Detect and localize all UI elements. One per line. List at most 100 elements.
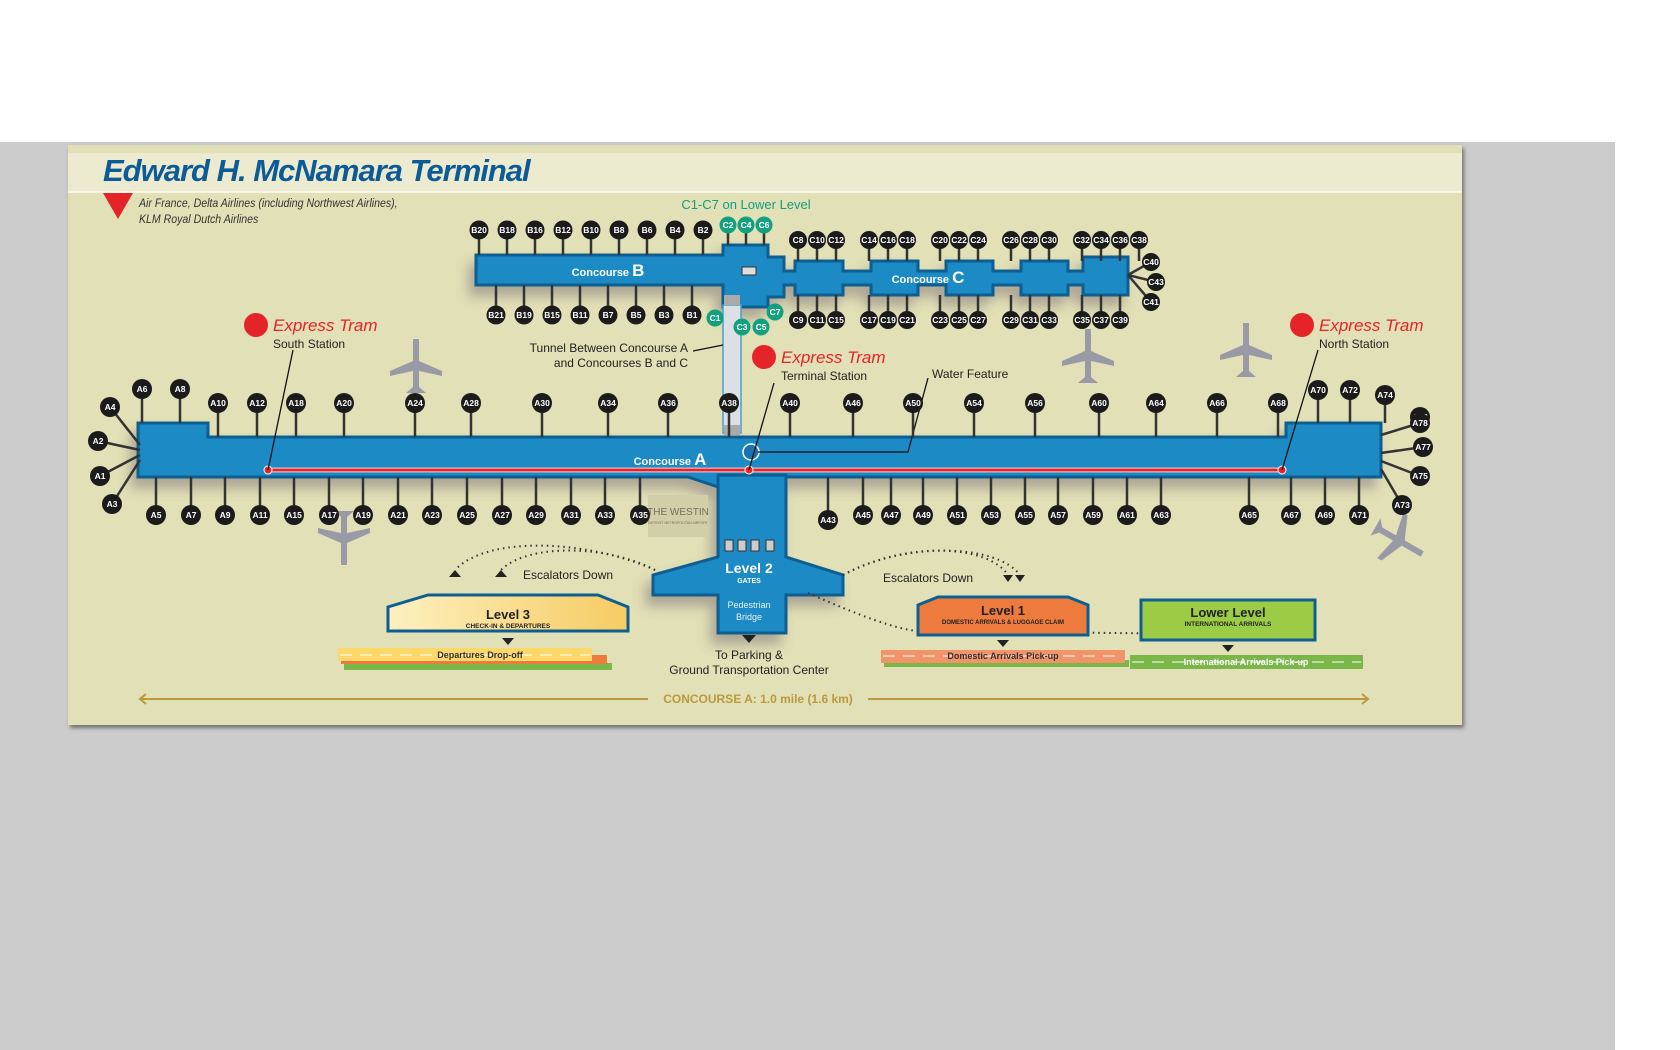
gate-label: A55	[1017, 510, 1033, 520]
level1-title: Level 1	[981, 603, 1025, 618]
red-triangle-marker-icon	[103, 193, 133, 219]
down-arrow-icon	[1222, 645, 1234, 652]
gate-a75: A75	[1380, 459, 1430, 486]
gate-c22: C22	[950, 231, 968, 261]
gate-label: A5	[151, 510, 162, 520]
gate-label: A11	[252, 510, 267, 520]
gate-label: A61	[1119, 510, 1135, 520]
gate-a54: A54	[964, 393, 984, 437]
tram-south: Express Tram South Station	[244, 313, 378, 351]
gate-label: B15	[544, 310, 560, 320]
gate-c17: C17	[860, 295, 878, 329]
gate-a17: A17	[319, 477, 339, 525]
gate-label: A20	[336, 398, 352, 408]
gate-c43: C43	[1127, 273, 1165, 291]
gate-a19: A19	[353, 477, 373, 525]
gate-a38: A38	[719, 393, 739, 437]
gate-label: A70	[1310, 385, 1326, 395]
level2-title: Level 2	[725, 560, 773, 576]
gate-b4: B4	[665, 220, 685, 255]
gate-label: C27	[970, 315, 986, 325]
gate-label: A45	[855, 510, 871, 520]
water-feature-marker	[742, 443, 760, 461]
gate-label: A2	[93, 436, 104, 446]
gate-label: C8	[793, 235, 804, 245]
down-arrow-icon	[1015, 575, 1025, 582]
gate-a46: A46	[843, 393, 863, 437]
gate-label: C9	[793, 315, 804, 325]
gate-c12: C12	[827, 231, 845, 261]
gate-a4: A4	[100, 397, 141, 446]
international-road-label: International Arrivals Pick-up	[1184, 657, 1309, 667]
gate-c9: C9	[789, 295, 807, 329]
gate-c14: C14	[860, 231, 878, 261]
gate-b15: B15	[542, 285, 562, 325]
westin-sub: DETROIT METROPOLITAN AIRPORT	[648, 521, 709, 525]
tunnel-label-1: Tunnel Between Concourse A	[530, 341, 688, 355]
gate-label: C31	[1022, 315, 1038, 325]
gate-label: C21	[899, 315, 915, 325]
gate-a9: A9	[215, 477, 235, 525]
gate-a78: A78	[1380, 413, 1430, 437]
tunnel-escalator-icon	[724, 295, 740, 435]
gate-a20: A20	[334, 393, 354, 437]
gate-label: B1	[687, 310, 698, 320]
gate-label: A43	[820, 515, 836, 525]
terminal-map: C1-C7 on Lower Level Concourse B Concour…	[88, 197, 1433, 706]
gate-label: C24	[970, 235, 986, 245]
gate-label: A54	[966, 398, 982, 408]
express-tram-logo-icon	[244, 313, 268, 337]
gate-b7: B7	[598, 285, 618, 325]
gate-b1: B1	[682, 285, 702, 325]
gate-c24: C24	[969, 231, 987, 261]
gate-a77: A77	[1380, 437, 1433, 457]
gate-label: C10	[809, 235, 825, 245]
gate-label: A73	[1394, 500, 1410, 510]
gate-label: A17	[321, 510, 337, 520]
gate-c37: C37	[1092, 295, 1110, 329]
airplane-icon	[1062, 329, 1114, 383]
gate-label: A74	[1377, 390, 1393, 400]
gate-b12: B12	[553, 220, 573, 255]
gate-label: A78	[1412, 418, 1428, 428]
gate-c11: C11	[808, 295, 826, 329]
bridge-label-1: Pedestrian	[727, 600, 770, 610]
gate-label: A8	[175, 384, 186, 394]
tunnel-label-2: and Concourses B and C	[554, 356, 688, 370]
gate-label: A9	[220, 510, 231, 520]
tunnel-leader	[692, 344, 724, 352]
tram-north: Express Tram North Station	[1290, 313, 1424, 351]
express-tram-logo-icon	[1290, 313, 1314, 337]
gate-a63: A63	[1151, 477, 1171, 525]
gate-a73: A73	[1379, 468, 1412, 515]
gate-a65: A65	[1239, 477, 1259, 525]
gate-a29: A29	[526, 477, 546, 525]
gate-label: C39	[1112, 315, 1128, 325]
gate-c20: C20	[931, 231, 949, 261]
gate-label: A27	[494, 510, 510, 520]
gate-label: B16	[527, 225, 543, 235]
gate-label: A75	[1412, 471, 1428, 481]
gate-c10: C10	[808, 231, 826, 261]
gate-a70: A70	[1308, 380, 1328, 423]
gate-label: A56	[1027, 398, 1043, 408]
gate-label: A68	[1270, 398, 1286, 408]
gate-label: C22	[951, 235, 967, 245]
gate-label: B2	[698, 225, 709, 235]
south-station-leader	[267, 349, 294, 471]
gate-b19: B19	[514, 285, 534, 325]
gate-label: A18	[288, 398, 304, 408]
departures-road-label: Departures Drop-off	[437, 650, 524, 660]
gate-label: A66	[1209, 398, 1225, 408]
gate-a71: A71	[1349, 477, 1369, 525]
concourse-a	[136, 421, 1383, 635]
tram-terminal: Express Tram Terminal Station	[752, 345, 886, 383]
gate-label: A77	[1415, 442, 1431, 452]
gate-label: A12	[249, 398, 265, 408]
airplane-icon	[390, 339, 442, 393]
gate-a5: A5	[146, 477, 166, 525]
gate-a28: A28	[461, 393, 481, 437]
gate-a31: A31	[561, 477, 581, 525]
concourse-b-label: Concourse B	[572, 261, 645, 280]
